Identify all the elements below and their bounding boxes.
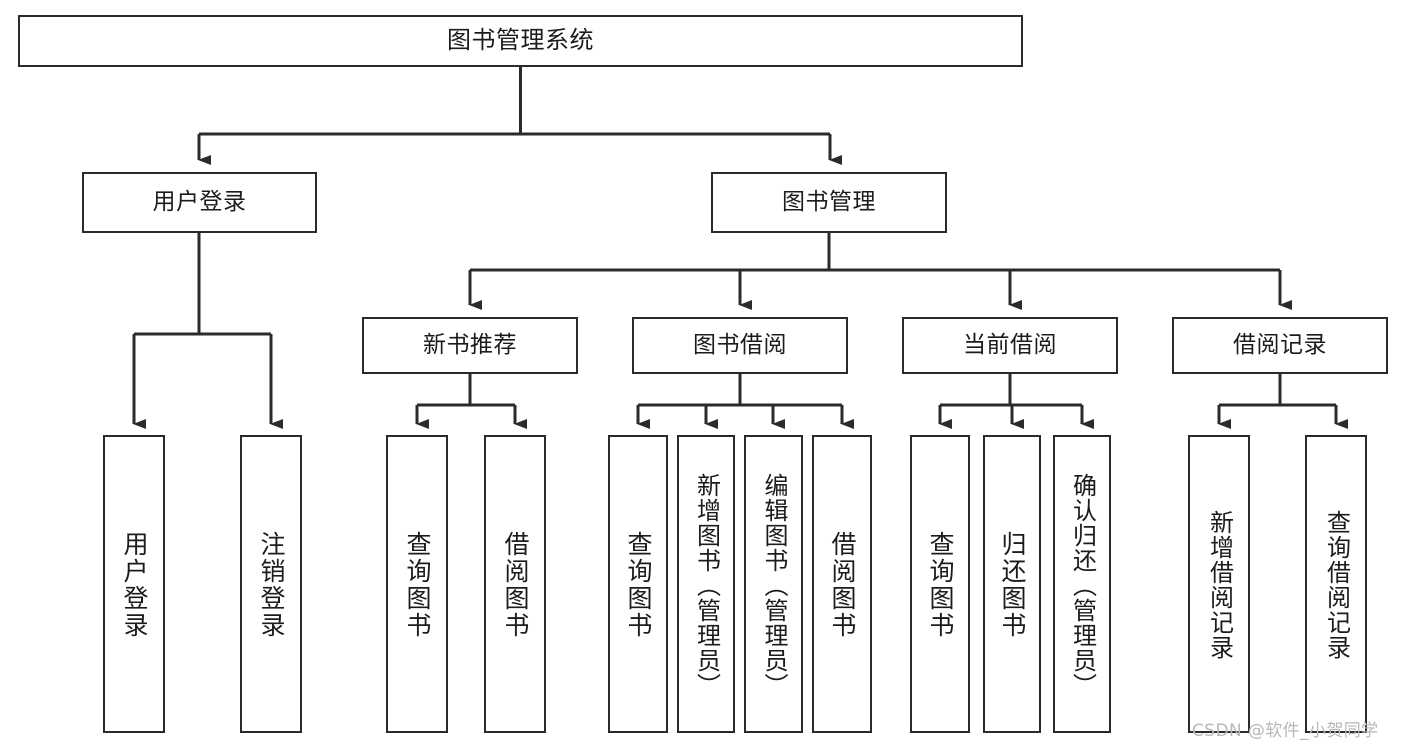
csdn-watermark: CSDN @软件_小贺同学 [1192, 721, 1379, 741]
leaf-user-logout[interactable]: 注销登录 [240, 435, 302, 733]
leaf-borrow-book-label: 借阅图书 [828, 531, 857, 639]
leaf-user-login-label: 用户登录 [120, 531, 149, 639]
node-new-book-recommend-label: 新书推荐 [423, 332, 517, 359]
leaf-confirm-return-admin[interactable]: 确认归还（管理员） [1053, 435, 1111, 733]
leaf-query-book-borrow-label: 查询图书 [624, 531, 653, 639]
node-root-label: 图书管理系统 [447, 26, 594, 55]
leaf-query-book-recommend[interactable]: 查询图书 [386, 435, 448, 733]
node-borrow-record-label: 借阅记录 [1233, 332, 1327, 359]
leaf-edit-book-admin-label: 编辑图书（管理员） [759, 472, 788, 698]
leaf-add-borrow-record[interactable]: 新增借阅记录 [1188, 435, 1250, 733]
node-borrow-record[interactable]: 借阅记录 [1172, 317, 1388, 374]
node-new-book-recommend[interactable]: 新书推荐 [362, 317, 578, 374]
node-book-borrow-label: 图书借阅 [693, 332, 787, 359]
node-user-login[interactable]: 用户登录 [82, 172, 317, 233]
node-current-borrow[interactable]: 当前借阅 [902, 317, 1118, 374]
leaf-query-book-current[interactable]: 查询图书 [910, 435, 970, 733]
leaf-borrow-book-recommend[interactable]: 借阅图书 [484, 435, 546, 733]
leaf-user-logout-label: 注销登录 [257, 531, 286, 639]
node-root[interactable]: 图书管理系统 [18, 15, 1023, 67]
node-book-borrow[interactable]: 图书借阅 [632, 317, 848, 374]
leaf-query-book-current-label: 查询图书 [926, 531, 955, 639]
leaf-query-book-borrow[interactable]: 查询图书 [608, 435, 668, 733]
node-book-management[interactable]: 图书管理 [711, 172, 947, 233]
node-current-borrow-label: 当前借阅 [963, 332, 1057, 359]
leaf-add-book-admin[interactable]: 新增图书（管理员） [677, 435, 735, 733]
leaf-add-borrow-record-label: 新增借阅记录 [1205, 510, 1234, 660]
leaf-borrow-book-recommend-label: 借阅图书 [501, 531, 530, 639]
leaf-return-book[interactable]: 归还图书 [983, 435, 1041, 733]
leaf-user-login[interactable]: 用户登录 [103, 435, 165, 733]
leaf-edit-book-admin[interactable]: 编辑图书（管理员） [744, 435, 803, 733]
leaf-query-borrow-record-label: 查询借阅记录 [1322, 510, 1351, 660]
leaf-return-book-label: 归还图书 [998, 531, 1027, 639]
leaf-confirm-return-admin-label: 确认归还（管理员） [1068, 472, 1097, 698]
leaf-borrow-book[interactable]: 借阅图书 [812, 435, 872, 733]
node-book-management-label: 图书管理 [782, 189, 876, 216]
leaf-query-book-recommend-label: 查询图书 [403, 531, 432, 639]
leaf-add-book-admin-label: 新增图书（管理员） [692, 472, 721, 698]
leaf-query-borrow-record[interactable]: 查询借阅记录 [1305, 435, 1367, 733]
node-user-login-label: 用户登录 [152, 189, 247, 216]
